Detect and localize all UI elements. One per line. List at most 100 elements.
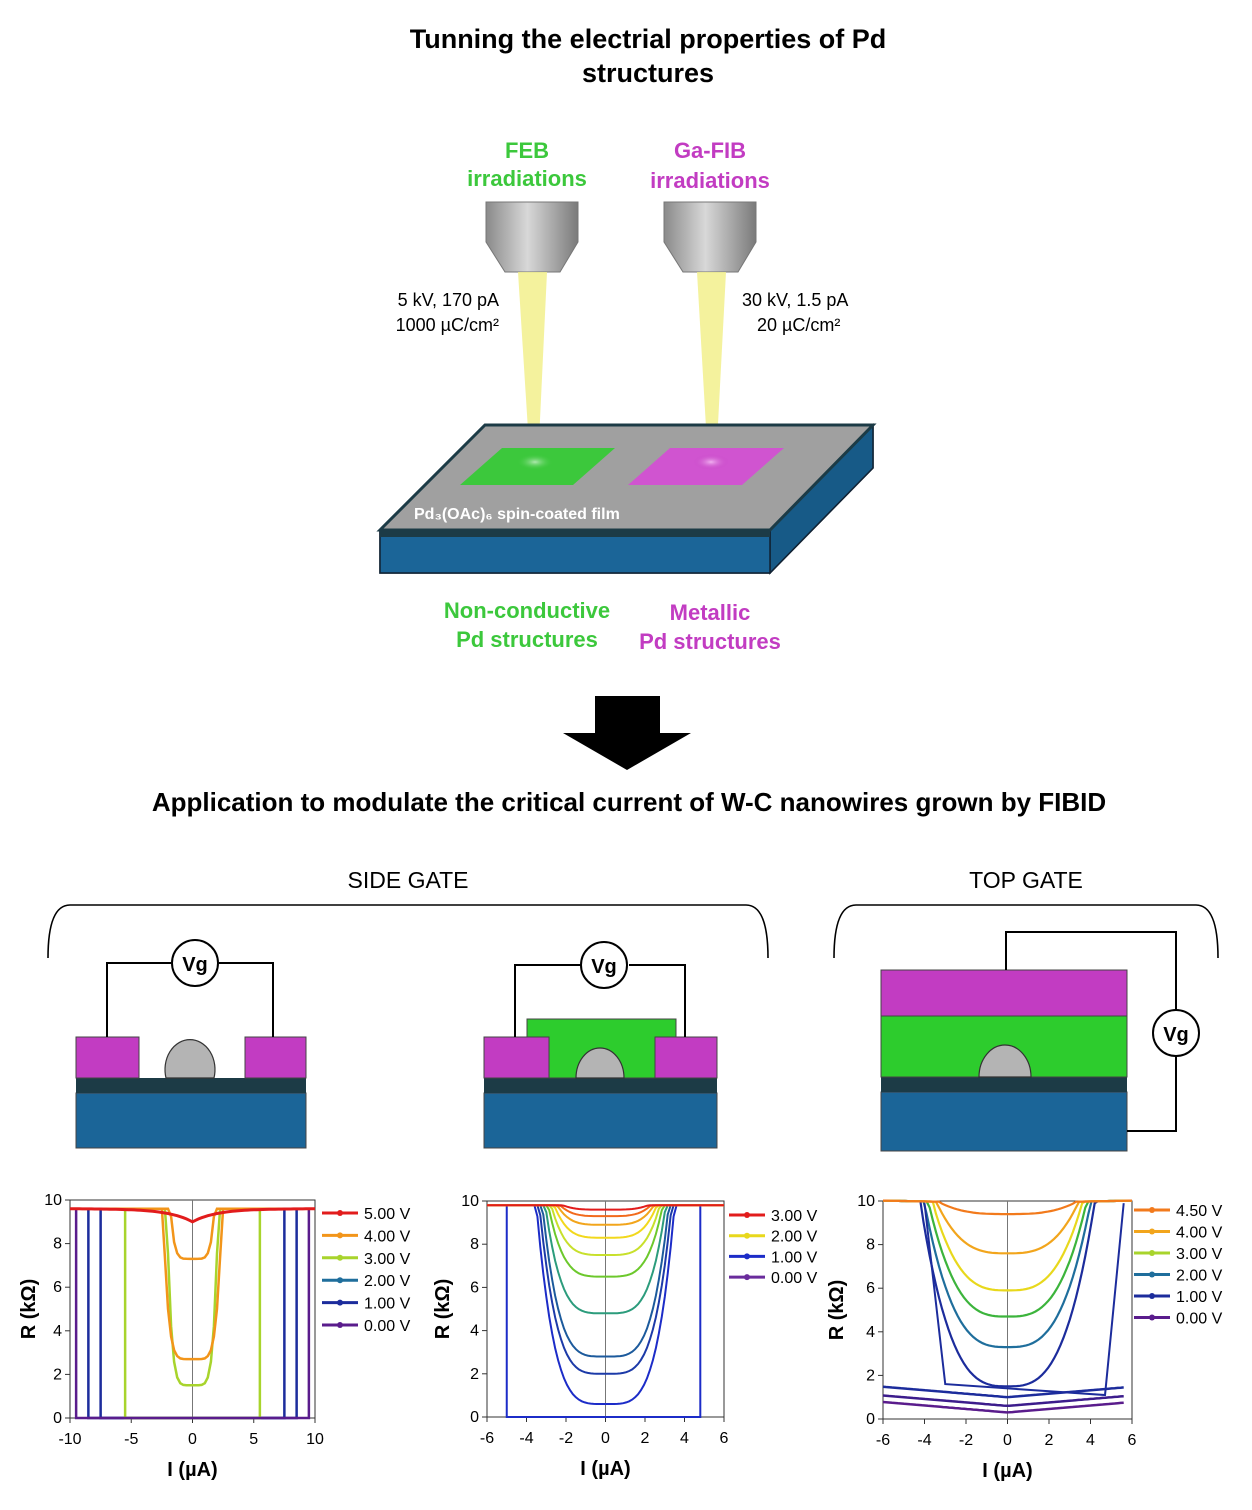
series-line xyxy=(923,1203,1125,1397)
ion-beam xyxy=(697,272,726,462)
y-tick-label: 4 xyxy=(470,1323,479,1340)
svg-text:Vg: Vg xyxy=(1163,1024,1189,1046)
feb-param-line1: 5 kV, 170 pA xyxy=(398,290,499,310)
legend-item: 0.00 V xyxy=(1134,1311,1223,1328)
legend-label: 0.00 V xyxy=(1176,1311,1223,1328)
x-tick-label: 0 xyxy=(188,1431,197,1448)
y-tick-label: 8 xyxy=(470,1236,479,1253)
x-axis-label: I (µA) xyxy=(580,1458,630,1480)
legend-marker xyxy=(337,1277,343,1284)
x-tick-label: -6 xyxy=(480,1430,494,1447)
x-tick-label: 2 xyxy=(1045,1432,1054,1449)
feb-label-line2: irradiations xyxy=(467,166,587,191)
fib-label-line2: irradiations xyxy=(650,168,770,193)
x-tick-label: -5 xyxy=(124,1431,138,1448)
legend-item: 0.00 V xyxy=(729,1270,818,1287)
x-tick-label: 5 xyxy=(249,1431,258,1448)
x-tick-label: -4 xyxy=(917,1432,931,1449)
y-tick-label: 0 xyxy=(866,1411,875,1428)
legend-marker xyxy=(744,1274,750,1281)
svg-text:Vg: Vg xyxy=(182,954,208,976)
x-axis-label: I (µA) xyxy=(167,1459,217,1481)
legend-item: 1.00 V xyxy=(729,1249,818,1266)
legend-label: 4.00 V xyxy=(1176,1225,1223,1242)
down-arrow-icon xyxy=(563,696,691,770)
x-tick-label: 4 xyxy=(680,1430,689,1447)
x-tick-label: -2 xyxy=(559,1430,573,1447)
x-tick-label: 0 xyxy=(1003,1432,1012,1449)
fib-label-line1: Ga-FIB xyxy=(674,138,746,163)
y-tick-label: 0 xyxy=(53,1410,62,1427)
legend-label: 1.00 V xyxy=(771,1249,818,1266)
legend-marker xyxy=(337,1299,343,1306)
x-axis-label: I (µA) xyxy=(982,1460,1032,1482)
ion-gun-icon xyxy=(663,201,757,273)
feb-label-line1: FEB xyxy=(505,138,549,163)
gate-electrode-left xyxy=(75,1036,140,1079)
fib-param-line1: 30 kV, 1.5 pA xyxy=(742,290,848,310)
series-line xyxy=(74,1208,311,1420)
legend-label: 1.00 V xyxy=(364,1296,411,1313)
fib-result-line1: Metallic xyxy=(670,600,751,625)
legend-label: 0.00 V xyxy=(771,1270,818,1287)
legend-marker xyxy=(1149,1314,1155,1321)
vg-symbol xyxy=(171,939,219,987)
x-tick-label: 2 xyxy=(641,1430,650,1447)
gate-electrode-right xyxy=(654,1036,718,1079)
legend-item: 1.00 V xyxy=(1134,1289,1223,1306)
data-curves xyxy=(882,1199,1132,1414)
main-title-line2: structures xyxy=(582,58,714,88)
x-tick-label: -4 xyxy=(519,1430,533,1447)
legend-label: 3.00 V xyxy=(364,1251,411,1268)
film-label: Pd₃(OAc)₆ spin-coated film xyxy=(414,506,620,523)
legend-marker xyxy=(1149,1207,1155,1213)
legend-item: 0.00 V xyxy=(322,1318,411,1335)
legend-marker xyxy=(337,1254,343,1261)
legend-label: 3.00 V xyxy=(1176,1246,1223,1263)
legend-marker xyxy=(744,1212,750,1218)
fib-param-line2: 20 µC/cm² xyxy=(757,315,840,335)
y-tick-label: 6 xyxy=(53,1279,62,1296)
legend-item: 3.00 V xyxy=(729,1208,818,1225)
substrate-slab xyxy=(376,423,877,575)
series-line xyxy=(883,1199,1132,1216)
y-axis-label: R (kΩ) xyxy=(18,1279,40,1339)
series-line xyxy=(70,1207,315,1224)
legend-marker xyxy=(337,1322,343,1328)
gate-electrode-left xyxy=(483,1036,550,1079)
legend-marker xyxy=(337,1210,343,1216)
y-tick-label: 10 xyxy=(44,1192,62,1209)
legend-item: 4.00 V xyxy=(1134,1225,1223,1242)
y-axis-label: R (kΩ) xyxy=(826,1280,848,1340)
legend-label: 4.00 V xyxy=(364,1228,411,1245)
top-gate-label: TOP GATE xyxy=(969,867,1083,893)
series-line xyxy=(505,1205,702,1418)
legend-marker xyxy=(337,1232,343,1239)
y-tick-label: 2 xyxy=(53,1366,62,1383)
electron-beam xyxy=(518,272,547,462)
legend-marker xyxy=(1149,1271,1155,1278)
fib-result-line2: Pd structures xyxy=(639,629,781,654)
legend-label: 3.00 V xyxy=(771,1208,818,1225)
legend-item: 3.00 V xyxy=(1134,1246,1223,1263)
vg-symbol xyxy=(580,941,628,989)
legend-item: 2.00 V xyxy=(729,1229,818,1246)
legend-item: 2.00 V xyxy=(322,1273,411,1290)
legend-label: 5.00 V xyxy=(364,1206,411,1223)
legend-label: 1.00 V xyxy=(1176,1289,1223,1306)
main-title-line1: Tunning the electrial properties of Pd xyxy=(410,24,887,54)
series-line xyxy=(487,1204,724,1211)
y-tick-label: 0 xyxy=(470,1409,479,1426)
side-gate-device-2: Vg xyxy=(483,941,718,1149)
y-tick-label: 6 xyxy=(866,1280,875,1297)
nanowire xyxy=(164,1039,216,1079)
x-tick-label: 10 xyxy=(306,1431,324,1448)
x-tick-label: -10 xyxy=(58,1431,81,1448)
legend-label: 2.00 V xyxy=(771,1229,818,1246)
nanowire xyxy=(978,1044,1032,1078)
feb-result-line1: Non-conductive xyxy=(444,598,610,623)
top-gate-bracket xyxy=(833,904,1219,959)
legend-marker xyxy=(744,1253,750,1260)
